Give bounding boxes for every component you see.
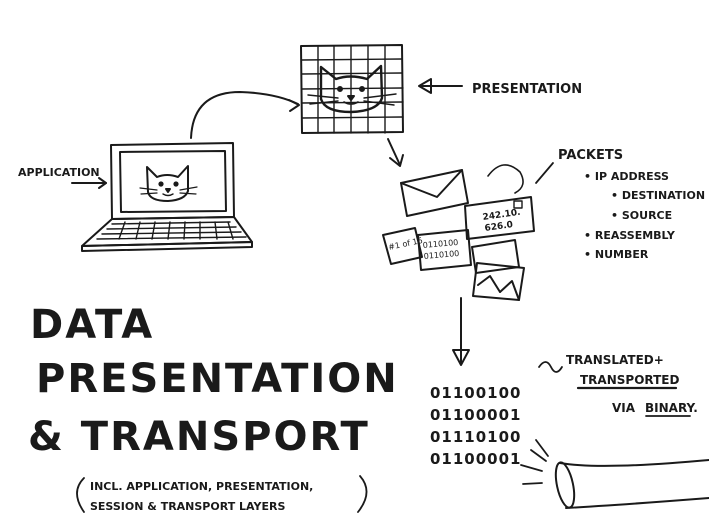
title-line-3: & TRANSPORT (28, 414, 370, 460)
application-label: APPLICATION (18, 166, 100, 179)
packets-subitem-source: • SOURCE (611, 209, 672, 222)
packet-sequence-text: #1 of 16 (388, 236, 424, 252)
packets-item-number: • NUMBER (584, 248, 649, 261)
binary-row: 01110100 (430, 428, 522, 446)
packets-label: PACKETS (558, 148, 623, 163)
translated-squiggle (538, 361, 563, 373)
translated-label: TRANSLATED+ (566, 353, 664, 367)
fiber-cable-icon (520, 439, 709, 509)
subtitle-line-2: SESSION & TRANSPORT LAYERS (90, 500, 285, 513)
flow-arrow-to-packets (387, 138, 404, 167)
binary-row: 01100001 (430, 450, 522, 468)
presentation-label: PRESENTATION (472, 82, 582, 97)
packet-address-line-2: 626.0 (484, 220, 514, 234)
via-label: VIA (612, 401, 636, 415)
binary-row: 01100001 (430, 406, 522, 424)
packets-item-reassembly: • REASSEMBLY (584, 229, 676, 242)
title-line-1: DATA (30, 302, 154, 348)
binary-block: 01100100 01100001 01110100 01100001 (430, 384, 522, 468)
binary-row: 01100100 (430, 384, 522, 402)
subtitle-open-paren (76, 477, 85, 513)
pixel-grid-cat-icon (300, 44, 404, 134)
presentation-arrow (418, 78, 463, 94)
subtitle-close-paren (357, 475, 368, 513)
page-title: DATA PRESENTATION & TRANSPORT (28, 302, 399, 460)
packets-group (382, 162, 554, 301)
cat-face-icon (139, 165, 198, 202)
binary-label: BINARY. (645, 401, 698, 415)
packet-bits-line-1: 0110100 (422, 238, 458, 250)
application-arrow (71, 177, 107, 189)
packets-item-ip-address: • IP ADDRESS (584, 170, 669, 183)
flow-arrow-to-binary (452, 297, 470, 366)
subtitle-line-1: INCL. APPLICATION, PRESENTATION, (90, 480, 313, 493)
transported-label: TRANSPORTED (580, 373, 679, 387)
envelope-icon (400, 169, 469, 217)
laptop-icon (81, 142, 253, 252)
packet-bits-line-2: 0110100 (423, 249, 459, 261)
title-line-2: PRESENTATION (36, 356, 399, 402)
packets-subitem-destination: • DESTINATION (611, 189, 705, 202)
flow-arrow-to-presentation (190, 91, 300, 139)
